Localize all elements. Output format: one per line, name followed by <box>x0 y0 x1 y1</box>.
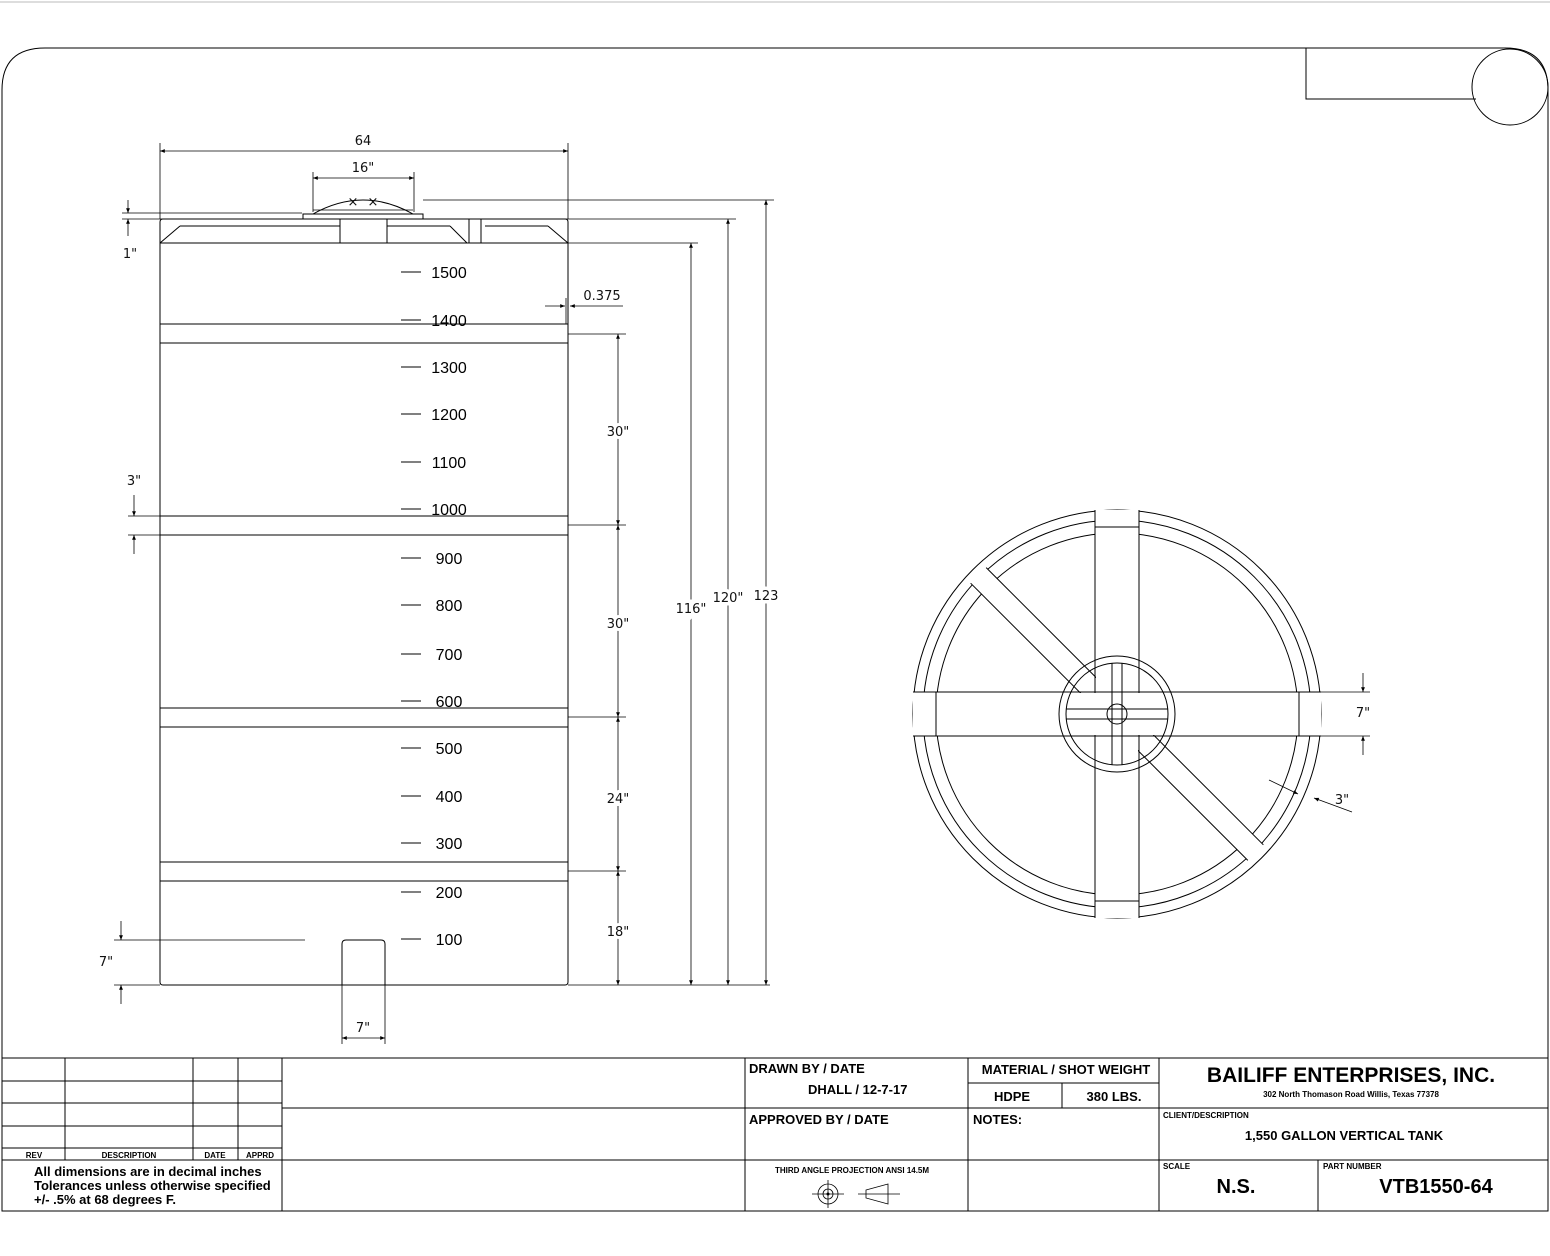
projection-label: THIRD ANGLE PROJECTION ANSI 14.5M <box>775 1166 929 1175</box>
svg-text:×: × <box>348 195 359 210</box>
material-value: HDPE <box>994 1089 1030 1104</box>
client-label: CLIENT/DESCRIPTION <box>1163 1111 1249 1120</box>
gauge-mark: 900 <box>401 551 462 568</box>
gauge-mark: 400 <box>401 789 462 806</box>
gauge-mark: 1000 <box>401 502 467 519</box>
svg-text:500: 500 <box>436 741 463 758</box>
gauge-mark: 1300 <box>401 360 467 377</box>
gauge-mark: 1500 <box>401 265 467 282</box>
dim-overall-width: 64 <box>355 134 372 149</box>
gauge-mark: 1100 <box>401 455 466 472</box>
description-header: DESCRIPTION <box>102 1151 157 1160</box>
top-view-dimensions: 7" 3" <box>1268 673 1370 813</box>
dim-wall: 0.375 <box>583 289 620 304</box>
svg-text:×: × <box>368 195 379 210</box>
dim-manway: 16" <box>352 161 375 176</box>
gauge-mark: 100 <box>401 932 462 949</box>
svg-text:123: 123 <box>754 589 779 604</box>
gauge-marks: 1500 1400 1300 1200 1100 1000 900 800 70… <box>401 265 467 949</box>
revision-headers: REV DESCRIPTION DATE APPRD <box>26 1151 274 1160</box>
dim-fitting-width: 7" <box>356 1021 370 1036</box>
scale-label: SCALE <box>1163 1162 1191 1171</box>
sheet-border <box>1 47 1549 1212</box>
gauge-mark: 600 <box>401 694 462 711</box>
gauge-mark: 1200 <box>401 407 467 424</box>
svg-text:700: 700 <box>436 647 463 664</box>
svg-text:30": 30" <box>607 425 630 440</box>
dim-lid: 1" <box>123 247 137 262</box>
svg-text:1400: 1400 <box>431 313 467 330</box>
gauge-mark: 200 <box>401 885 462 902</box>
rev-header: REV <box>26 1151 43 1160</box>
part-number-label: PART NUMBER <box>1323 1162 1382 1171</box>
dim-height-123: 123 <box>754 589 779 604</box>
corner-circle <box>1471 48 1549 126</box>
gauge-mark: 800 <box>401 598 462 615</box>
dim-section-4: 18" <box>607 925 630 940</box>
svg-text:18": 18" <box>607 925 630 940</box>
drawn-by-label: DRAWN BY / DATE <box>749 1061 865 1076</box>
svg-text:100: 100 <box>436 932 463 949</box>
gauge-mark: 300 <box>401 836 462 853</box>
gauge-mark: 700 <box>401 647 462 664</box>
dim-section-2: 30" <box>607 617 630 632</box>
dim-rib-width: 7" <box>1356 706 1370 721</box>
dim-rib-wall: 3" <box>1335 793 1349 808</box>
third-angle-projection-icon <box>812 1180 900 1208</box>
weight-value: 380 LBS. <box>1087 1089 1142 1104</box>
notes-label: NOTES: <box>973 1112 1022 1127</box>
dim-section-3: 24" <box>607 792 630 807</box>
part-number-value: VTB1550-64 <box>1379 1176 1493 1198</box>
svg-text:900: 900 <box>436 551 463 568</box>
svg-text:1000: 1000 <box>431 502 467 519</box>
tolerance-note: All dimensions are in decimal inches Tol… <box>34 1164 271 1207</box>
dim-band: 3" <box>127 474 141 489</box>
svg-text:1500: 1500 <box>431 265 467 282</box>
apprd-header: APPRD <box>246 1151 274 1160</box>
svg-text:600: 600 <box>436 694 463 711</box>
dim-height-120: 120" <box>713 591 744 606</box>
tank-top-view <box>912 509 1322 919</box>
svg-text:1300: 1300 <box>431 360 467 377</box>
date-header: DATE <box>204 1151 226 1160</box>
gauge-mark: 1400 <box>401 313 467 330</box>
dim-section-1: 30" <box>607 425 630 440</box>
title-block <box>2 1057 1548 1211</box>
corner-tab <box>1305 48 1549 126</box>
svg-text:24": 24" <box>607 792 630 807</box>
gauge-mark: 500 <box>401 741 462 758</box>
tank-front-view: × × <box>159 195 569 986</box>
company-name: BAILIFF ENTERPRISES, INC. <box>1207 1064 1495 1087</box>
svg-text:400: 400 <box>436 789 463 806</box>
svg-text:116": 116" <box>676 602 707 617</box>
scale-value: N.S. <box>1217 1176 1256 1198</box>
svg-text:1200: 1200 <box>431 407 467 424</box>
svg-text:1100: 1100 <box>432 455 467 472</box>
svg-text:300: 300 <box>436 836 463 853</box>
svg-text:30": 30" <box>607 617 630 632</box>
svg-text:Tolerances unless otherwise sp: Tolerances unless otherwise specified <box>34 1178 271 1193</box>
svg-text:120": 120" <box>713 591 744 606</box>
client-value: 1,550 GALLON VERTICAL TANK <box>1245 1128 1444 1143</box>
svg-text:200: 200 <box>436 885 463 902</box>
svg-text:+/- .5% at 68 degrees F.: +/- .5% at 68 degrees F. <box>34 1192 176 1207</box>
approved-by-label: APPROVED BY / DATE <box>749 1112 889 1127</box>
dimension-lines: 64 16" 1" 0.375 3" 30" 30" <box>99 134 782 1044</box>
dim-height-116: 116" <box>676 602 707 617</box>
dim-fitting-height: 7" <box>99 955 113 970</box>
material-label: MATERIAL / SHOT WEIGHT <box>982 1062 1151 1077</box>
company-address: 302 North Thomason Road Willis, Texas 77… <box>1263 1090 1439 1099</box>
svg-text:800: 800 <box>436 598 463 615</box>
svg-text:All dimensions are in decimal: All dimensions are in decimal inches <box>34 1164 262 1179</box>
drawn-by-value: DHALL / 12-7-17 <box>808 1082 907 1097</box>
